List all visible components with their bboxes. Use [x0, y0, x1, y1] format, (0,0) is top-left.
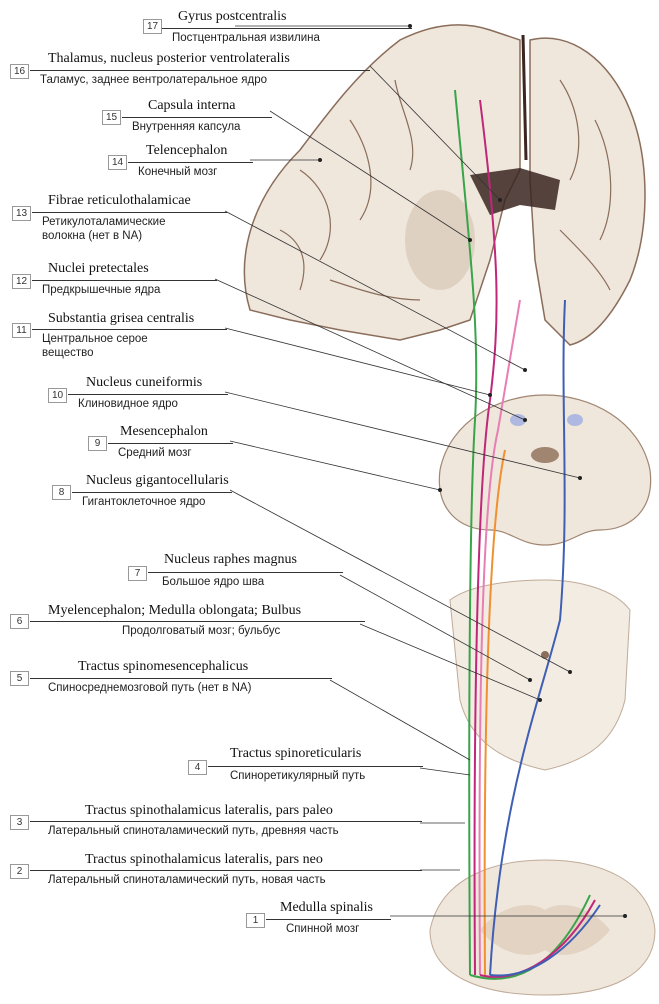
label-number: 10	[48, 388, 67, 403]
label-number: 12	[12, 274, 31, 289]
label-rule	[208, 766, 423, 767]
label-russian-line2: волокна (нет в NA)	[42, 229, 142, 243]
label-rule	[162, 28, 412, 29]
label-rule	[30, 870, 422, 871]
label-number: 5	[10, 671, 29, 686]
label-number: 3	[10, 815, 29, 830]
label-latin: Mesencephalon	[120, 424, 208, 440]
label-latin: Fibrae reticulothalamicae	[48, 193, 191, 209]
label-number: 17	[143, 19, 162, 34]
label-latin: Capsula interna	[148, 98, 235, 114]
label-rule	[30, 821, 422, 822]
label-number: 4	[188, 760, 207, 775]
label-rule	[30, 678, 332, 679]
label-rule	[72, 492, 232, 493]
label-number: 6	[10, 614, 29, 629]
label-latin: Nucleus gigantocellularis	[86, 473, 229, 489]
label-russian: Спинной мозг	[286, 922, 359, 936]
label-rule	[122, 117, 272, 118]
label-russian: Продолговатый мозг; бульбус	[122, 624, 280, 638]
label-number: 14	[108, 155, 127, 170]
label-rule	[148, 572, 343, 573]
label-rule	[30, 70, 370, 71]
label-russian: Ретикулоталамические	[42, 215, 165, 229]
longitudinal-fissure	[523, 35, 526, 160]
label-russian: Латеральный спиноталамический путь, нова…	[48, 873, 326, 887]
label-russian: Средний мозг	[118, 446, 192, 460]
label-number: 2	[10, 864, 29, 879]
label-latin: Nuclei pretectales	[48, 261, 149, 277]
label-russian: Таламус, заднее вентролатеральное ядро	[40, 73, 267, 87]
label-number: 16	[10, 64, 29, 79]
label-number: 13	[12, 206, 31, 221]
label-latin: Substantia grisea centralis	[48, 311, 194, 327]
label-russian: Постцентральная извилина	[172, 31, 320, 45]
label-latin: Medulla spinalis	[280, 900, 373, 916]
label-latin: Gyrus postcentralis	[178, 9, 286, 25]
label-number: 1	[246, 913, 265, 928]
label-latin: Tractus spinothalamicus lateralis, pars …	[85, 852, 323, 868]
label-latin: Myelencephalon; Medulla oblongata; Bulbu…	[48, 603, 301, 619]
label-number: 9	[88, 436, 107, 451]
label-latin: Nucleus cuneiformis	[86, 375, 202, 391]
label-russian: Внутренняя капсула	[132, 120, 240, 134]
label-latin: Thalamus, nucleus posterior ventrolatera…	[48, 51, 290, 67]
label-rule	[32, 329, 227, 330]
label-russian: Большое ядро шва	[162, 575, 264, 589]
label-rule	[32, 212, 227, 213]
label-number: 7	[128, 566, 147, 581]
label-rule	[108, 443, 233, 444]
label-rule	[266, 919, 391, 920]
spinal-cord-section	[430, 860, 655, 995]
label-latin: Tractus spinothalamicus lateralis, pars …	[85, 803, 333, 819]
label-latin: Nucleus raphes magnus	[164, 552, 297, 568]
label-number: 8	[52, 485, 71, 500]
label-latin: Tractus spinomesencephalicus	[78, 659, 248, 675]
label-rule	[128, 162, 253, 163]
label-russian: Предкрышечные ядра	[42, 283, 160, 297]
label-rule	[30, 621, 365, 622]
label-russian: Спиноретикулярный путь	[230, 769, 365, 783]
label-russian: Гигантоклеточное ядро	[82, 495, 205, 509]
label-latin: Telencephalon	[146, 143, 227, 159]
label-russian: Конечный мозг	[138, 165, 217, 179]
label-rule	[68, 394, 228, 395]
label-number: 11	[12, 323, 31, 338]
label-russian: Центральное серое	[42, 332, 148, 346]
label-russian-line2: вещество	[42, 346, 94, 360]
label-latin: Tractus spinoreticularis	[230, 746, 361, 762]
label-rule	[32, 280, 217, 281]
label-russian: Клиновидное ядро	[78, 397, 178, 411]
label-russian: Спиносреднемозговой путь (нет в NA)	[48, 681, 251, 695]
label-number: 15	[102, 110, 121, 125]
label-russian: Латеральный спиноталамический путь, древ…	[48, 824, 339, 838]
